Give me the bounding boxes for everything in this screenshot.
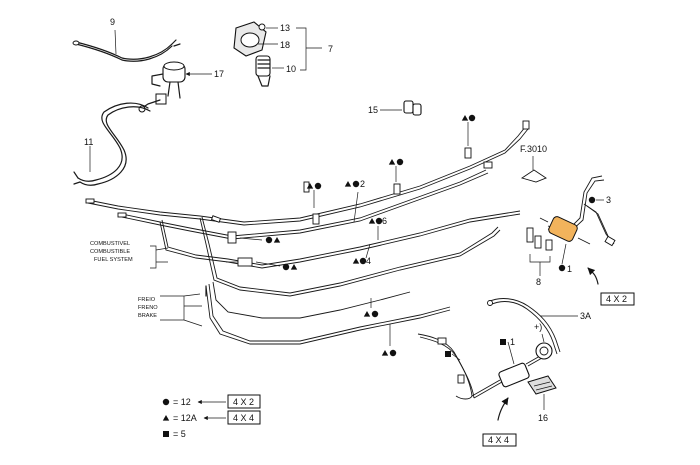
fuel-filter-4x2: 1 8 4 X 2 <box>526 216 635 306</box>
callout-11: 11 <box>84 137 93 147</box>
legend-row-square: = 5 <box>163 429 186 439</box>
callout-6: 6 <box>382 216 387 226</box>
callout-1-bottom: 1 <box>510 337 515 347</box>
legend-version-triangle: 4 X 4 <box>233 413 254 423</box>
part-9-hose: 9 <box>72 17 181 62</box>
callout-17: 17 <box>214 69 224 79</box>
part-15-clips: 15 <box>368 100 422 116</box>
legend-text-circle: = 12 <box>173 397 191 407</box>
version-box-4x4 <box>482 433 517 447</box>
legend-row-triangle: = 12A 4 X 4 <box>162 410 261 425</box>
callout-3a: 3A <box>580 311 591 321</box>
callout-15: 15 <box>368 105 378 115</box>
legend-version-circle: 4 X 2 <box>233 397 254 407</box>
part-7-filler-group: 13 18 10 7 <box>233 21 333 87</box>
label-fuel-2: COMBUSTIBLE <box>90 249 130 255</box>
brake-lines <box>205 281 451 345</box>
callout-4: 4 <box>366 256 371 266</box>
label-brake-2: FRENO <box>138 305 158 311</box>
part-17-valve: 17 <box>138 61 224 113</box>
callout-7: 7 <box>328 44 333 54</box>
fuel-system-label: COMBUSTIVEL COMBUSTIBLE FUEL SYSTEM <box>90 241 169 269</box>
section-4x4: 1 +) 16 3A 4 X 4 <box>417 298 591 447</box>
legend-row-circle: = 12 4 X 2 <box>162 394 261 409</box>
version-box-4x2 <box>600 292 635 306</box>
label-brake-1: FREIO <box>138 297 156 303</box>
callout-16: 16 <box>538 413 548 423</box>
callout-8: 8 <box>536 277 541 287</box>
label-fuel-1: COMBUSTIVEL <box>90 241 130 247</box>
line-symbols: 2 6 4 <box>239 114 476 357</box>
legend: = 12 4 X 2 = 12A 4 X 4 = 5 <box>162 394 261 439</box>
callout-3-group: 3 <box>588 195 611 205</box>
ref-f3010: F.3010 <box>520 144 547 183</box>
legend-text-square: = 5 <box>173 429 186 439</box>
callout-plus: +) <box>534 322 542 332</box>
callout-1-top: 1 <box>567 264 572 274</box>
callout-13: 13 <box>280 23 290 33</box>
callout-3: 3 <box>606 195 611 205</box>
version-box-4x4-label: 4 X 4 <box>488 435 509 445</box>
callout-10: 10 <box>286 64 296 74</box>
label-fuel-3: FUEL SYSTEM <box>94 257 133 263</box>
callout-18: 18 <box>280 40 290 50</box>
legend-text-triangle: = 12A <box>173 413 197 423</box>
callout-f3010: F.3010 <box>520 144 547 154</box>
callout-9: 9 <box>110 17 115 27</box>
callout-2: 2 <box>360 179 365 189</box>
version-box-4x2-label: 4 X 2 <box>606 294 627 304</box>
part-11-hose: 11 <box>73 102 151 186</box>
brake-system-label: FREIO FRENO BRAKE <box>138 293 203 327</box>
label-brake-3: BRAKE <box>138 313 157 319</box>
